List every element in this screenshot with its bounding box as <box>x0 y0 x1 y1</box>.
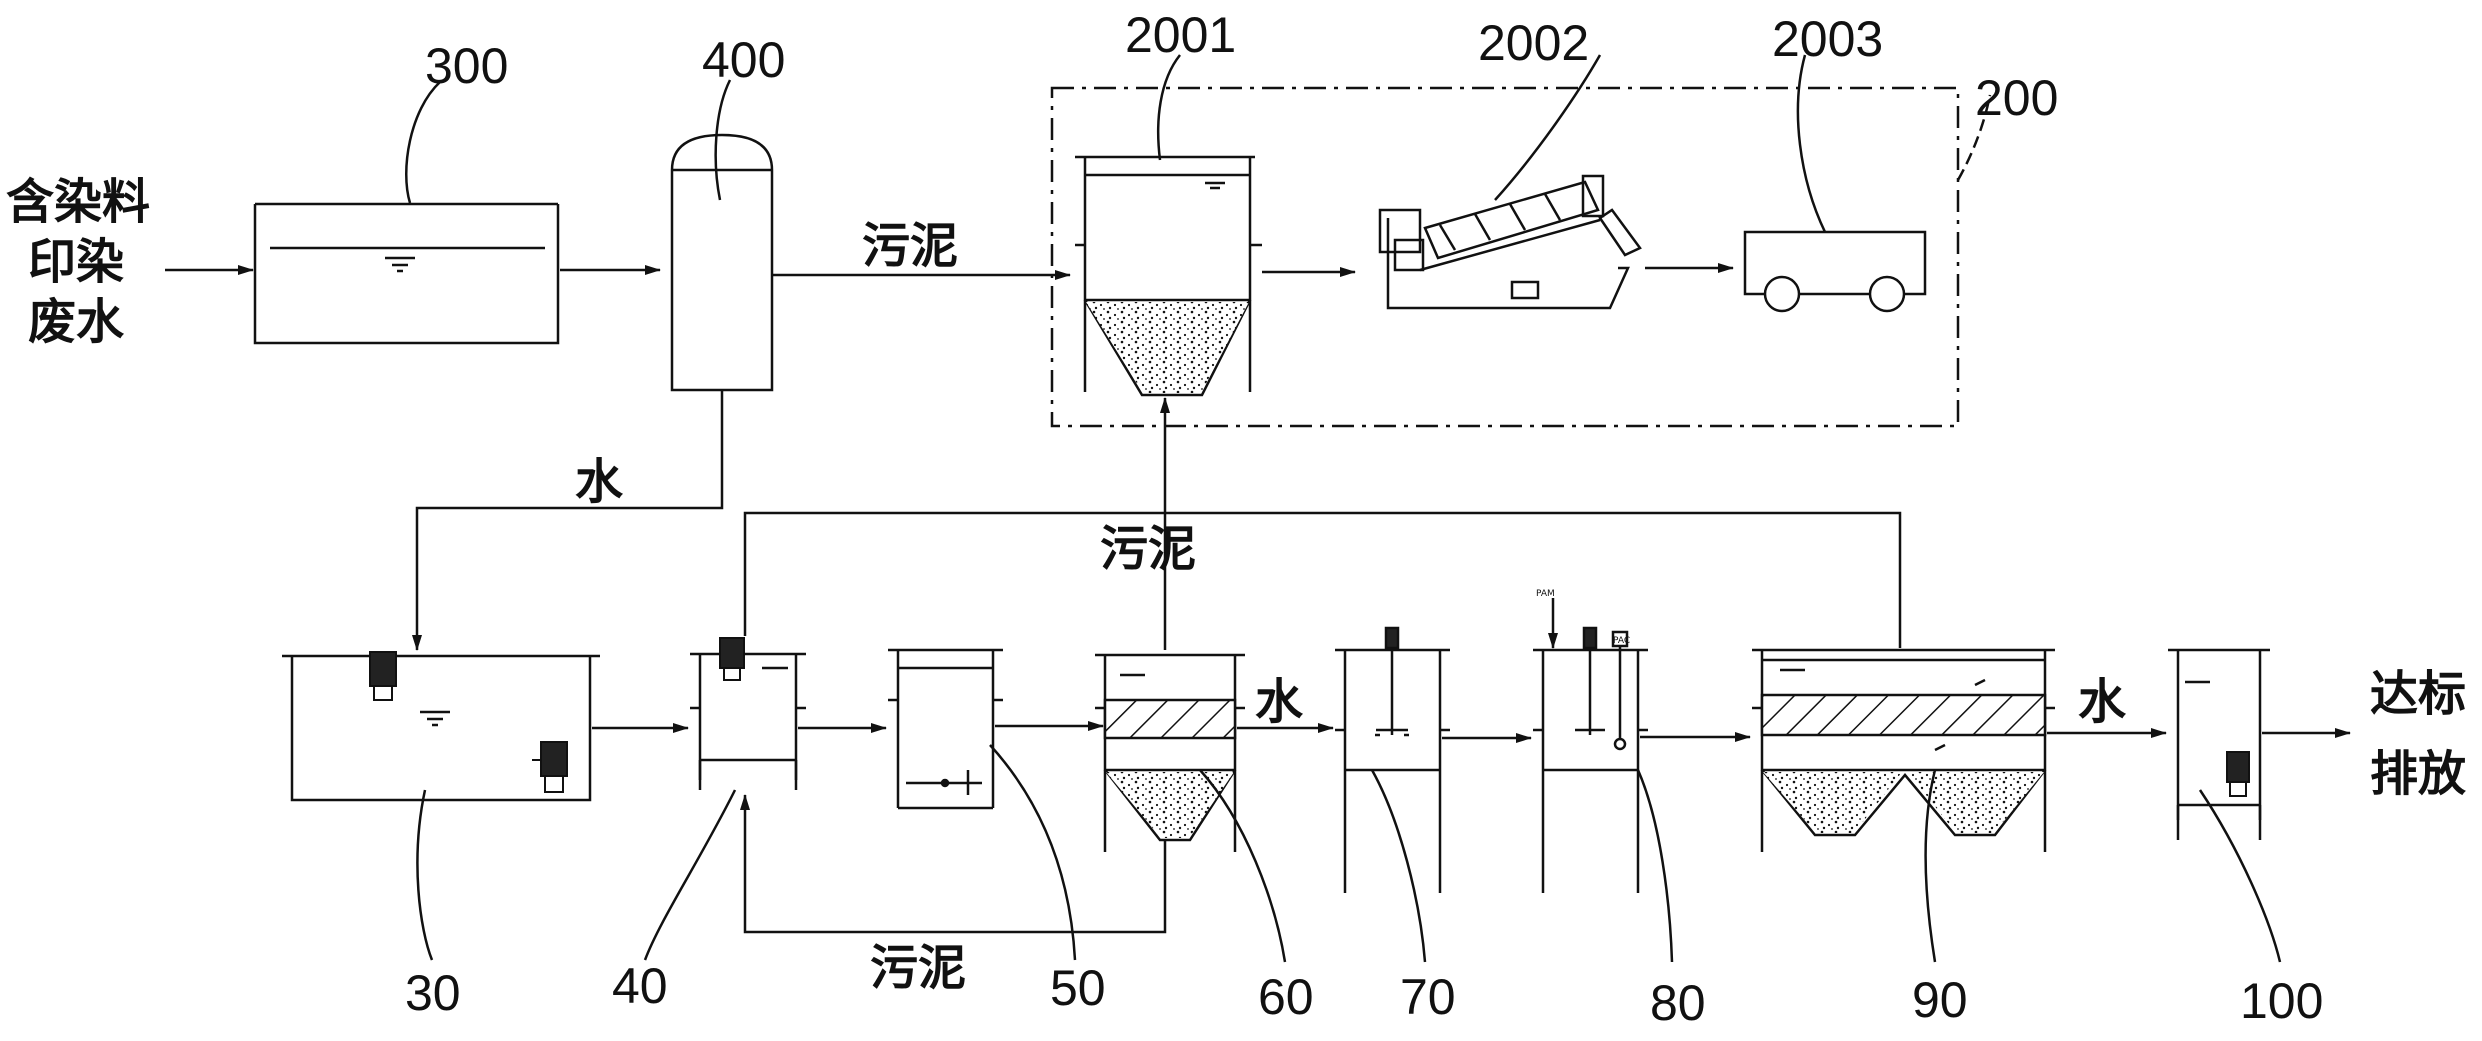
label-2003: 2003 <box>1772 11 1883 67</box>
leader-80 <box>1636 769 1674 963</box>
sludge-label-top: 污泥 <box>862 218 958 274</box>
pump-30a <box>369 651 397 701</box>
label-80: 80 <box>1650 975 1706 1031</box>
leader-2001 <box>1156 54 1181 161</box>
label-400: 400 <box>702 32 785 88</box>
label-40: 40 <box>612 958 668 1014</box>
leader-50 <box>989 744 1077 961</box>
cart-2003 <box>1743 230 1927 313</box>
tank-70 <box>1335 626 1450 893</box>
leader-300 <box>405 81 441 204</box>
leader-70 <box>1370 769 1427 963</box>
tank-300 <box>253 202 560 345</box>
water-label-60-70: 水 <box>1255 674 1304 730</box>
pump-40 <box>719 637 745 681</box>
leader-2003 <box>1796 54 1827 233</box>
sludge-group-200-box <box>1050 86 1960 428</box>
inlet-label-line2: 印染 <box>28 234 124 290</box>
label-300: 300 <box>425 38 508 94</box>
label-2001: 2001 <box>1125 7 1236 63</box>
leader-40 <box>643 789 737 961</box>
water-label-90-100: 水 <box>2078 674 2127 730</box>
sludge-label-bottom: 污泥 <box>870 940 966 996</box>
pump-30b <box>532 741 568 793</box>
label-90: 90 <box>1912 972 1968 1028</box>
tank-100 <box>2168 648 2270 840</box>
pipe-60-sludge-return <box>740 794 1167 934</box>
leader-30 <box>416 789 434 961</box>
leader-60 <box>1199 769 1287 963</box>
vessel-400 <box>670 133 774 392</box>
tank-80 <box>1533 598 1648 893</box>
thickener-2001 <box>1075 155 1262 397</box>
tank-60 <box>1095 653 1245 852</box>
outlet-label-line1: 达标 <box>2370 666 2466 722</box>
label-100: 100 <box>2240 973 2323 1029</box>
inlet-label-line3: 废水 <box>28 294 125 350</box>
label-50: 50 <box>1050 960 1106 1016</box>
label-200: 200 <box>1975 70 2058 126</box>
tank-50 <box>888 648 1003 810</box>
tank-30 <box>282 654 600 802</box>
label-30: 30 <box>405 965 461 1021</box>
screw-press-2002 <box>1378 174 1642 310</box>
water-label-left: 水 <box>575 454 624 510</box>
leader-2002 <box>1494 54 1602 201</box>
leader-400 <box>714 79 732 201</box>
tank-40 <box>690 652 806 790</box>
label-2002: 2002 <box>1478 15 1589 71</box>
sludge-label-middle: 污泥 <box>1100 521 1196 577</box>
label-70: 70 <box>1400 969 1456 1025</box>
tank-90 <box>1752 648 2055 852</box>
pam-label: PAM <box>1536 589 1555 599</box>
outlet-label-line2: 排放 <box>2370 746 2466 802</box>
leader-90 <box>1924 769 1937 963</box>
pipe-return-90-40 <box>743 511 1902 648</box>
inlet-label-line1: 含染料 <box>6 174 150 230</box>
leader-100 <box>2198 789 2282 963</box>
pac-label: PAC <box>1613 636 1630 646</box>
pipe-400-water-to-30 <box>412 390 724 651</box>
leader-200 <box>1956 94 1992 181</box>
pump-100 <box>2226 751 2250 797</box>
label-60: 60 <box>1258 969 1314 1025</box>
